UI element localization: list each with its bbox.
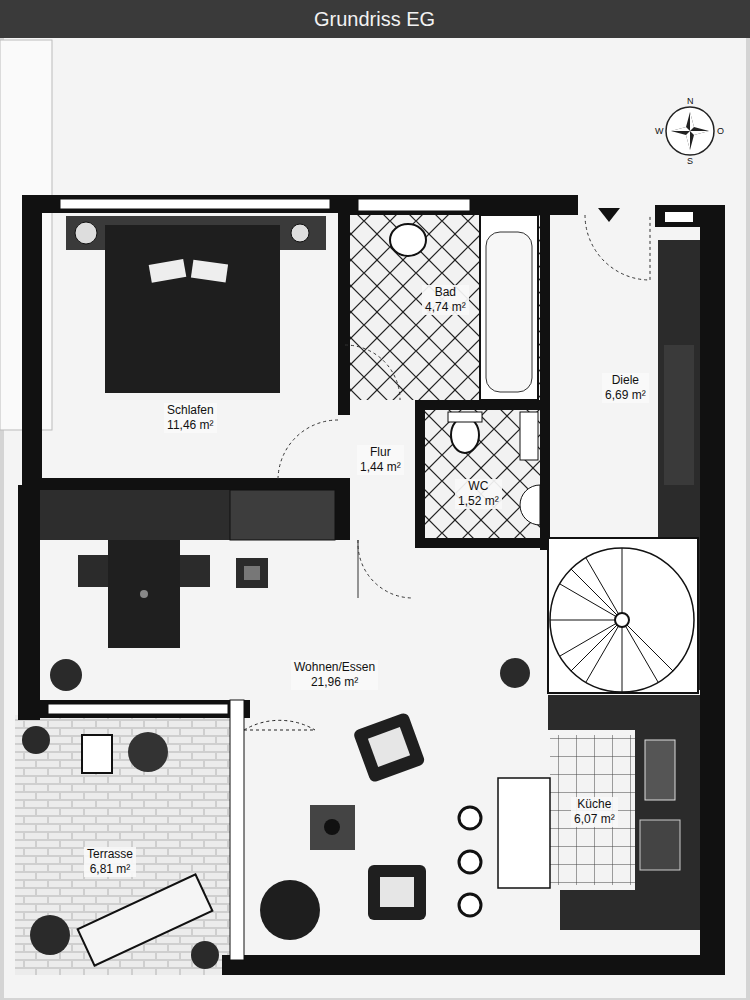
room-label: Diele6,69 m² bbox=[602, 373, 649, 403]
room-area: 6,07 m² bbox=[571, 812, 618, 827]
room-area: 21,96 m² bbox=[291, 675, 378, 690]
room-area: 1,52 m² bbox=[455, 494, 502, 509]
room-name: Flur bbox=[357, 445, 404, 460]
room-label: WC1,52 m² bbox=[455, 479, 502, 509]
room-area: 11,46 m² bbox=[164, 418, 217, 433]
room-label: Schlafen11,46 m² bbox=[164, 403, 217, 433]
room-label: Küche6,07 m² bbox=[571, 797, 618, 827]
compass-letter: N bbox=[687, 97, 694, 106]
room-name: Küche bbox=[571, 797, 618, 812]
room-area: 4,74 m² bbox=[422, 300, 469, 315]
room-label: Flur1,44 m² bbox=[357, 445, 404, 475]
compass-letter: S bbox=[687, 157, 693, 166]
room-label: Bad4,74 m² bbox=[422, 285, 469, 315]
room-label: Terrasse6,81 m² bbox=[84, 847, 136, 877]
room-area: 1,44 m² bbox=[357, 460, 404, 475]
room-name: Diele bbox=[602, 373, 649, 388]
plan-title: Grundriss EG bbox=[314, 9, 435, 29]
compass-letter: W bbox=[655, 127, 664, 136]
room-name: Terrasse bbox=[84, 847, 136, 862]
room-name: Schlafen bbox=[164, 403, 217, 418]
room-label: Wohnen/Essen21,96 m² bbox=[291, 660, 378, 690]
room-area: 6,69 m² bbox=[602, 388, 649, 403]
compass-letter: O bbox=[717, 127, 724, 136]
room-name: WC bbox=[455, 479, 502, 494]
room-area: 6,81 m² bbox=[84, 862, 136, 877]
room-name: Bad bbox=[422, 285, 469, 300]
room-name: Wohnen/Essen bbox=[291, 660, 378, 675]
